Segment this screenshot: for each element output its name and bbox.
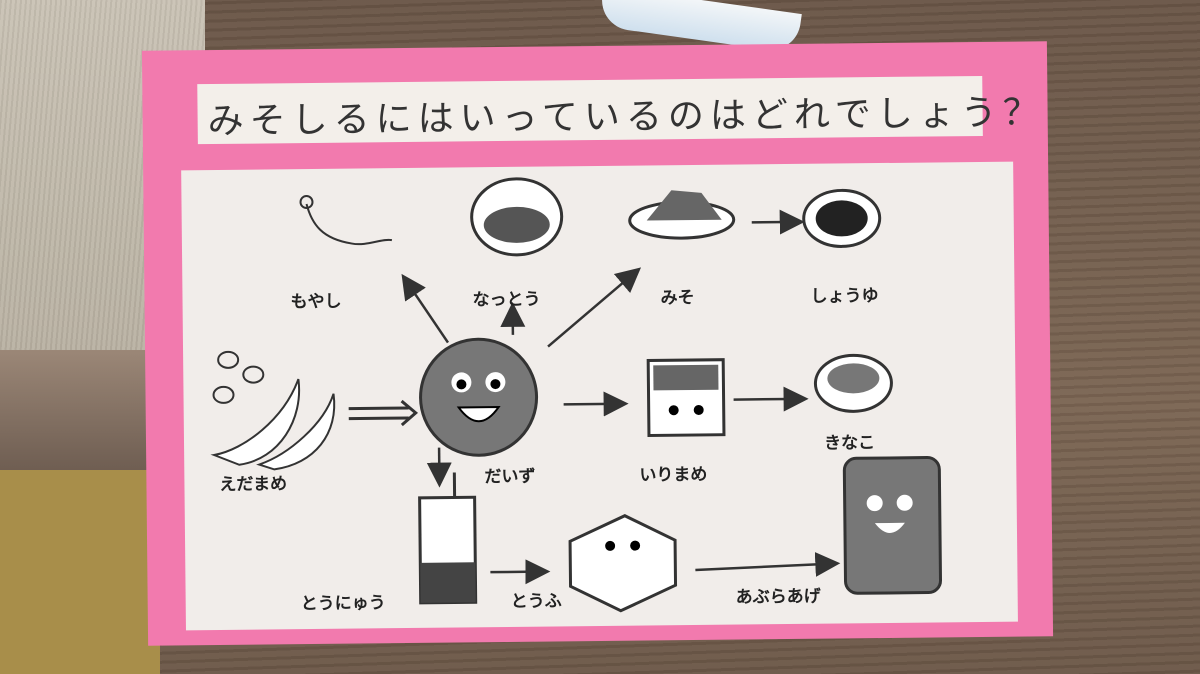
label-irimame: いりまめ [639,464,708,486]
nattou-illustration [470,177,564,257]
illustration-sheet: もやし なっとう みそ しょうゆ えだまめ だいず いりまめ きなこ とうにゅう… [181,161,1018,631]
shouyu-illustration [802,188,882,248]
label-daizu: だいず [484,466,536,488]
label-tounyuu: とうにゅう [300,593,386,615]
arrow-to-moyashi [401,273,450,344]
moyashi-illustration [299,195,393,246]
floor [0,470,160,674]
aburaage-illustration [842,456,943,595]
label-nattou: なっとう [472,289,541,311]
toufu-illustration [568,514,678,613]
arrow-to-toufu [490,559,551,585]
title-strip: みそしるにはいっているのはどれでしょう？ [197,75,1045,145]
daizu-illustration [419,337,539,457]
kinako-illustration [813,353,893,413]
label-moyashi: もやし [290,291,342,313]
diagram-art [210,177,943,613]
poster-title: みそしるにはいっているのはどれでしょう？ [207,92,1045,143]
label-shouyu: しょうゆ [810,286,879,307]
arrow-to-miso [547,267,642,348]
label-edamame: えだまめ [219,474,288,495]
arrow-to-irimame [563,391,629,417]
label-miso: みそ [660,287,695,309]
tounyuu-illustration [418,472,478,605]
label-toufu: とうふ [510,591,562,612]
arrows [401,209,841,585]
arrow-to-aburaage [695,551,841,577]
label-aburaage: あぶらあげ [735,586,821,608]
irimame-illustration [646,358,726,437]
miso-illustration [628,190,736,240]
arrow-to-kinako [733,386,809,412]
arrow-to-shouyu [751,209,805,235]
label-kinako: きなこ [823,433,876,454]
edamame-illustration [210,350,336,471]
double-arrow [348,399,419,427]
pink-poster: みそしるにはいっているのはどれでしょう？ [141,41,1054,646]
wooden-edge [0,350,160,470]
